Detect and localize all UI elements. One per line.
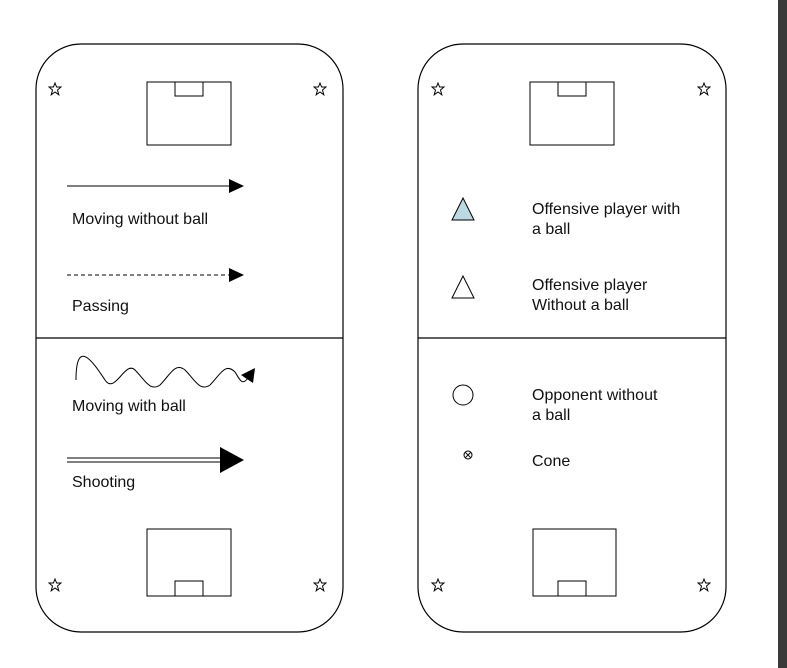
right-field: Offensive player with a ball Offensive p…	[417, 43, 727, 633]
legend-label-shooting: Shooting	[72, 474, 135, 491]
left-top-goal-box	[174, 81, 204, 97]
legend-label-offensive-without-ball: Offensive player Without a ball	[532, 277, 652, 314]
legend-label-opponent-without-ball: Opponent without a ball	[532, 387, 662, 424]
circle-icon	[452, 384, 474, 406]
wavy-arrow-line	[75, 355, 249, 388]
legend-label-passing: Passing	[72, 298, 129, 315]
triangle-empty-icon	[451, 274, 475, 299]
legend-label-moving-with-ball: Moving with ball	[72, 398, 186, 415]
dashed-arrow-head	[229, 268, 244, 282]
wavy-arrow-head	[241, 368, 255, 383]
legend-label-moving-without-ball: Moving without ball	[72, 211, 208, 228]
vertical-scrollbar[interactable]	[778, 0, 787, 668]
legend-label-offensive-with-ball: Offensive player with a ball	[532, 201, 685, 238]
triangle-filled-icon	[451, 196, 475, 221]
left-bottom-goal-box	[174, 580, 204, 597]
legend-label-cone: Cone	[532, 453, 570, 470]
solid-arrow-head	[229, 179, 244, 193]
right-bottom-goal-box	[557, 580, 587, 597]
left-field: Moving without ball Passing Moving with …	[35, 43, 344, 633]
circled-x-icon	[463, 450, 473, 460]
double-arrow-head	[220, 447, 244, 473]
right-top-goal-box	[557, 81, 587, 97]
